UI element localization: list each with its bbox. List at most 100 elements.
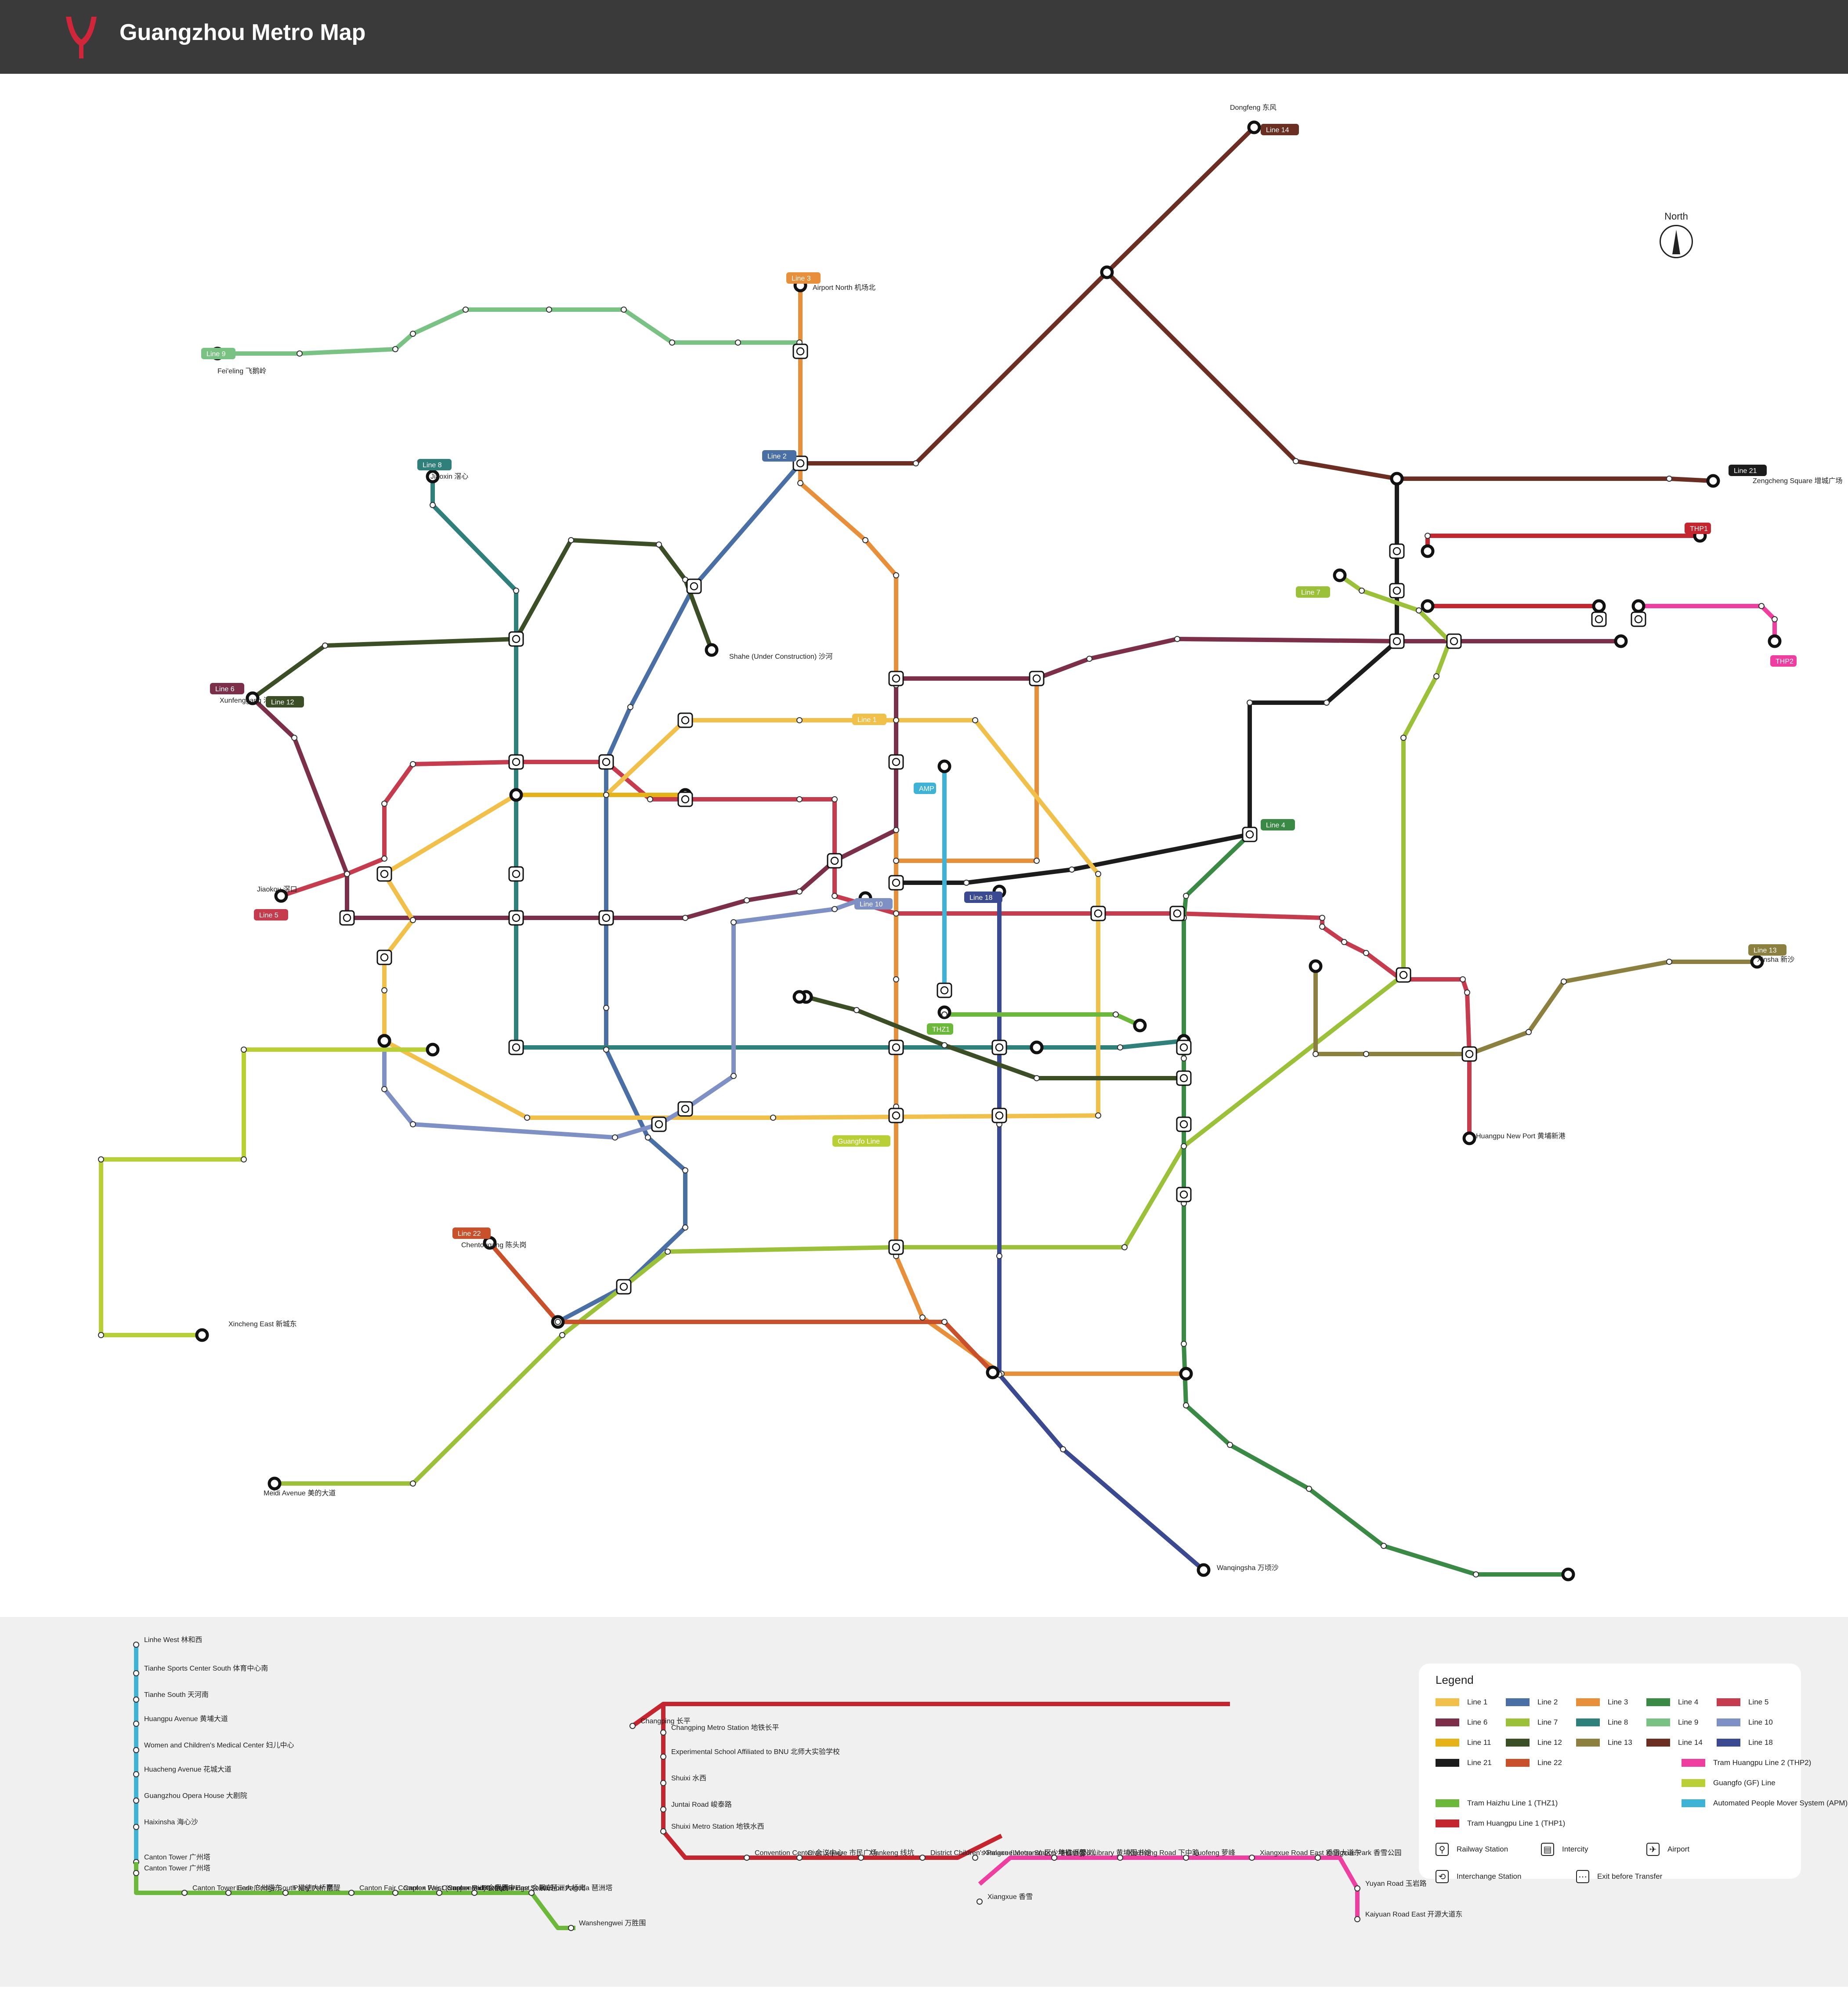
line-tag-label-19: THP2 — [1776, 658, 1794, 665]
interchange-glyph-40 — [681, 1105, 690, 1113]
station-116 — [972, 717, 978, 723]
station-152 — [1363, 1051, 1369, 1057]
interchange-station-12 — [339, 910, 355, 926]
inset_apm-inset-station-6 — [133, 1798, 139, 1804]
inset_thz1-inset-station-1 — [181, 1890, 188, 1896]
inset_apm-inset-label-3: Huangpu Avenue 黄埔大道 — [144, 1715, 228, 1723]
inset_thz1-inset-label-4: Canton Fair Complex West (Suspended) 会展西 — [359, 1884, 509, 1892]
terminal-station-59 — [426, 469, 440, 484]
interchange-glyph-31 — [1392, 586, 1401, 595]
terminal-label-11: Chentougang 陈头岗 — [461, 1241, 527, 1249]
legend-item: Guangfo (GF) Line — [1682, 1779, 1776, 1787]
interchange-station-4 — [508, 754, 524, 770]
line12-route — [250, 538, 714, 700]
terminal-station-205 — [1631, 599, 1645, 613]
interchange-glyph-12 — [343, 913, 351, 922]
terminal-station-192 — [195, 1328, 209, 1342]
station-93 — [344, 871, 350, 877]
inset_thp1-inset-label-4: Juntai Road 峻泰路 — [671, 1801, 732, 1809]
terminal-station-203 — [1421, 599, 1435, 613]
legend-label: Line 18 — [1748, 1738, 1773, 1747]
station-156 — [1666, 959, 1672, 965]
legend-swatch — [1576, 1739, 1600, 1747]
interchange-station-27 — [1176, 1116, 1192, 1132]
station-2 — [392, 346, 398, 352]
metro-lines-layer — [99, 125, 1777, 1577]
station-167 — [410, 1121, 416, 1127]
terminal-station-122 — [268, 1476, 282, 1491]
line18-route — [997, 889, 1206, 1572]
inset_apm-inset-station-1 — [133, 1670, 139, 1676]
inset_thp2-inset-route — [978, 1855, 1360, 1919]
interchange-glyph-34 — [1399, 971, 1408, 979]
terminal-station-212 — [1133, 1018, 1147, 1032]
inset_thz1-inset-label-9: Wanshengwei 万胜围 — [579, 1919, 646, 1927]
inset_thp1-inset-label-9: District Children's Palace (Luogang) 区少年… — [930, 1849, 1100, 1857]
line-tag-15 — [452, 1227, 491, 1239]
legend-icon-item: ⋯Exit before Transfer — [1576, 1870, 1662, 1883]
inset_apm-inset-label-1: Tianhe Sports Center South 体育中心南 — [144, 1664, 268, 1672]
line-tag-label-8: Line 9 — [206, 350, 226, 358]
station-148 — [1473, 1571, 1479, 1577]
interchange-glyph-38 — [681, 716, 690, 725]
line-tag-0 — [852, 714, 886, 725]
inset_thp1-inset-station-4 — [660, 1806, 666, 1812]
line10-route — [382, 896, 868, 1140]
station-51 — [603, 1005, 609, 1011]
interchange-glyph-18 — [892, 1043, 900, 1052]
station-70 — [381, 856, 387, 862]
inset_thp1-inset-station-8 — [858, 1855, 864, 1861]
station-72 — [410, 761, 416, 767]
legend-item: Tram Haizhu Line 1 (THZ1) — [1436, 1799, 1558, 1808]
station-120 — [524, 1115, 530, 1121]
legend-item: Line 22 — [1506, 1758, 1562, 1767]
station-96 — [744, 897, 750, 903]
line-tag-7 — [417, 459, 452, 470]
line-tag-5 — [210, 683, 244, 694]
legend-label: Line 11 — [1467, 1738, 1491, 1747]
station-188 — [853, 1007, 860, 1013]
terminal-station-37 — [1706, 474, 1720, 488]
station-3 — [410, 331, 416, 337]
interchange-station-26 — [1176, 1070, 1192, 1086]
inset_thz1-inset-label-2: Liede Bridge South 猎德大桥南 — [236, 1884, 333, 1892]
station-92 — [291, 735, 297, 741]
line-tag-20 — [914, 783, 936, 794]
station-102 — [1086, 656, 1092, 662]
legend-item: Line 5 — [1717, 1698, 1768, 1707]
interchange-station-0 — [792, 343, 808, 359]
exit-transfer-icon: ⋯ — [1576, 1870, 1589, 1883]
line-tag-label-0: Line 1 — [857, 716, 877, 724]
station-118 — [1095, 1112, 1101, 1119]
inset_thp1-inset-station-5 — [660, 1828, 666, 1834]
interchange-station-31 — [1389, 583, 1405, 599]
legend-label: Line 8 — [1608, 1718, 1628, 1726]
line-tag-label-14: Line 21 — [1734, 467, 1757, 475]
legend-item: Line 4 — [1646, 1698, 1698, 1707]
line-tag-label-4: Line 5 — [259, 912, 278, 919]
inset_apm-inset-label-7: Haixinsha 海心沙 — [144, 1818, 198, 1826]
interchange-glyph-14 — [830, 856, 839, 865]
station-207 — [1772, 616, 1778, 622]
thp2-route — [1636, 604, 1777, 643]
inset_apm-inset-station-3 — [133, 1721, 139, 1727]
station-88 — [1464, 989, 1470, 996]
station-27 — [1034, 858, 1040, 864]
station-119 — [770, 1115, 776, 1121]
terminal-label-10: Huangpu New Port 黄埔新港 — [1476, 1132, 1566, 1140]
interchange-glyph-13 — [681, 795, 690, 804]
legend-label: Line 4 — [1678, 1698, 1699, 1706]
station-1 — [297, 350, 303, 357]
station-55 — [682, 1224, 688, 1231]
interchange-station-28 — [1176, 1187, 1192, 1202]
line-tag-2 — [786, 272, 821, 284]
station-16 — [893, 572, 899, 578]
interchange-station-32 — [1389, 633, 1405, 649]
interchange-station-15 — [888, 671, 904, 686]
terminal-label-2: Zengcheng Square 增城广场 — [1753, 477, 1843, 485]
terminal-station-164 — [705, 643, 719, 657]
terminal-station-214 — [792, 990, 806, 1004]
